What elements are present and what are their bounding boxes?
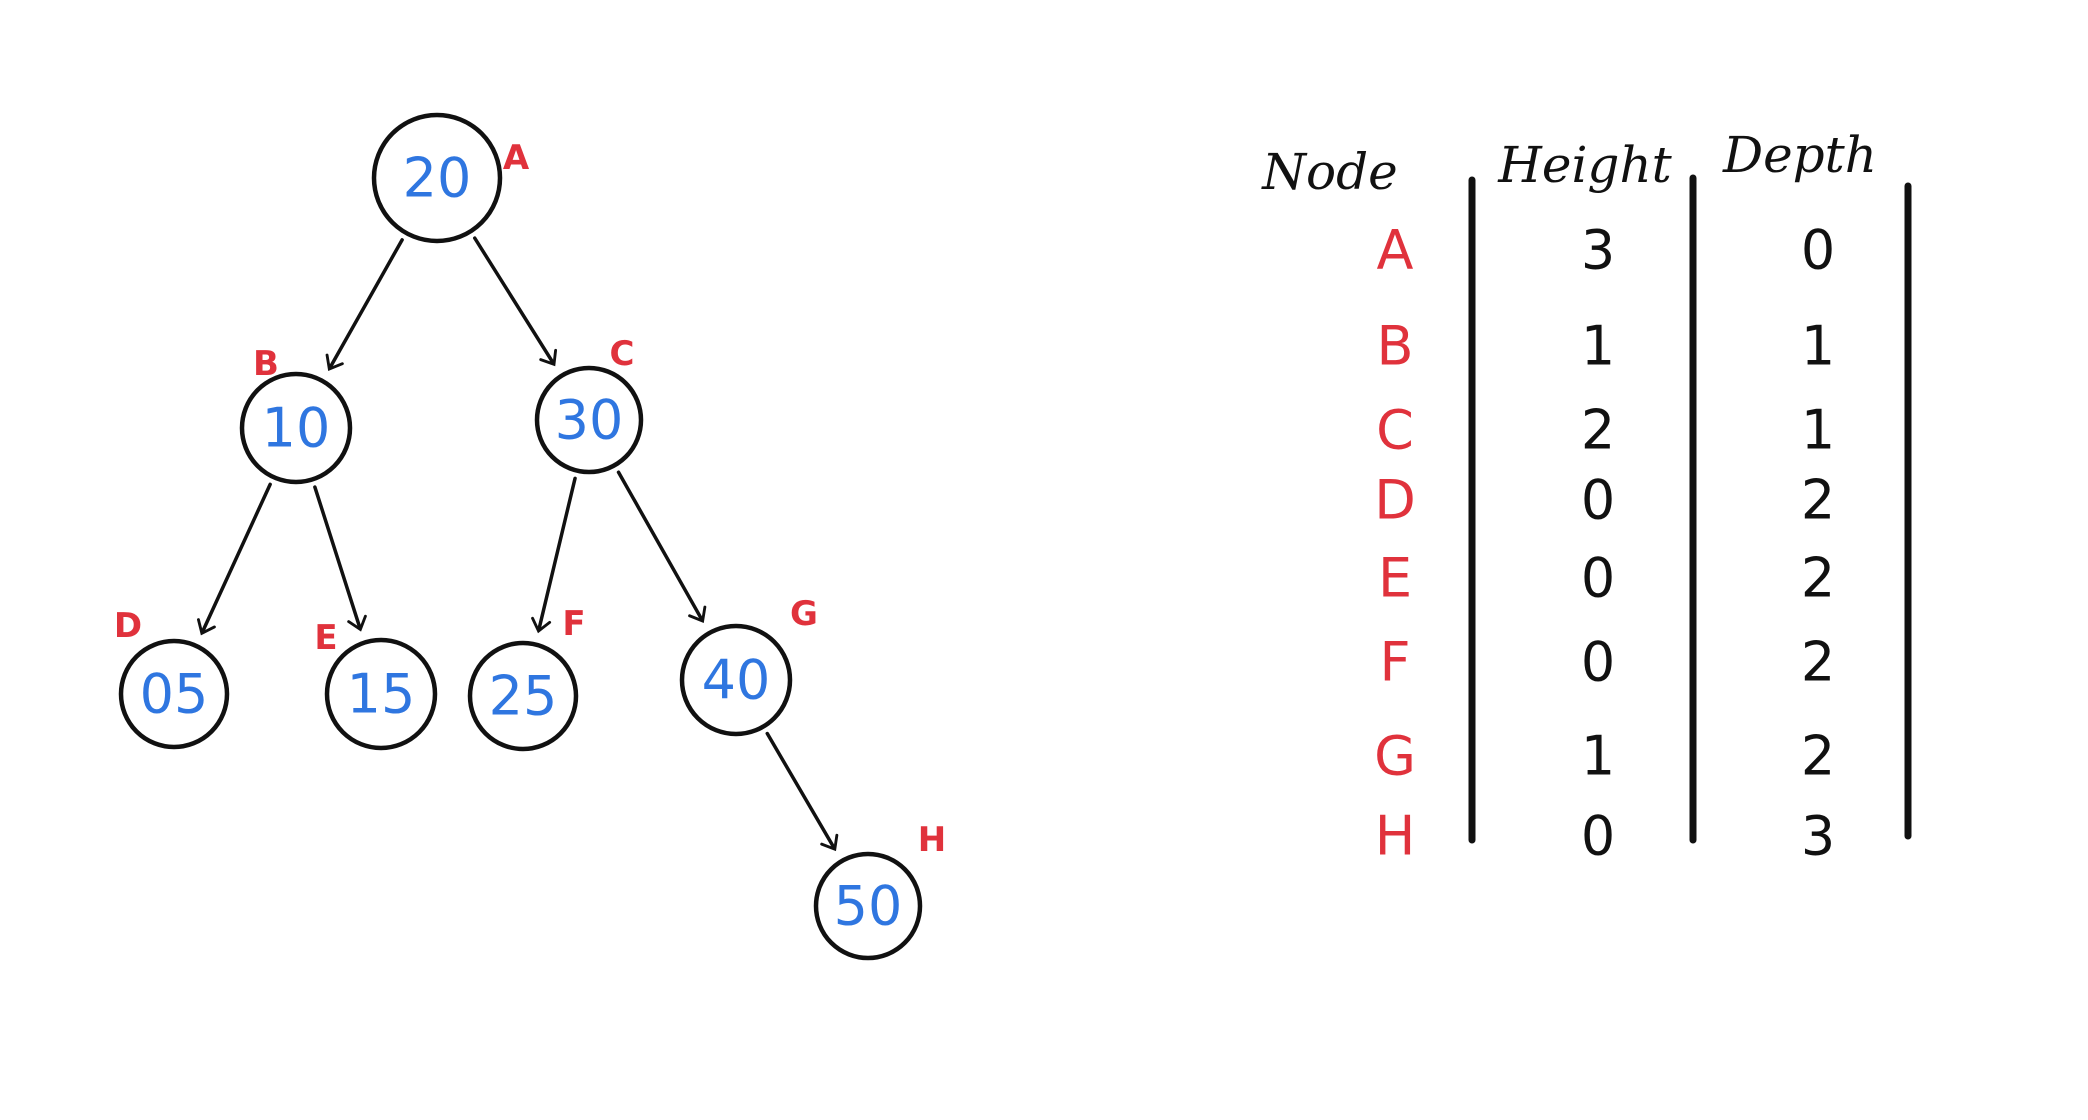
node-circle bbox=[534, 365, 644, 475]
cell-depth: 2 bbox=[1801, 631, 1835, 694]
cell-height: 1 bbox=[1581, 315, 1615, 378]
table-row: F 0 2 bbox=[1379, 631, 1835, 694]
tree-node-A: 20 A bbox=[371, 112, 530, 244]
cell-depth: 2 bbox=[1801, 547, 1835, 610]
cell-node: A bbox=[1377, 219, 1414, 282]
tree-node-H: 50 H bbox=[813, 820, 946, 961]
node-value: 25 bbox=[489, 665, 558, 728]
node-value: 10 bbox=[262, 397, 331, 460]
header-depth: Depth bbox=[1722, 126, 1877, 184]
node-circle bbox=[813, 851, 923, 961]
table-row: E 0 2 bbox=[1378, 547, 1835, 610]
cell-node: F bbox=[1379, 631, 1410, 694]
edge-C-G bbox=[616, 470, 707, 623]
node-value: 30 bbox=[555, 389, 624, 452]
header-height: Height bbox=[1497, 136, 1672, 194]
edge-B-D bbox=[197, 482, 272, 636]
table-row: A 3 0 bbox=[1377, 219, 1836, 282]
cell-node: G bbox=[1374, 725, 1416, 788]
node-value: 05 bbox=[140, 663, 209, 726]
table-row: C 2 1 bbox=[1376, 399, 1835, 462]
tree-edges bbox=[197, 236, 839, 852]
table-row: B 1 1 bbox=[1376, 315, 1835, 378]
node-letter: C bbox=[610, 334, 635, 374]
edge-A-B bbox=[325, 238, 404, 371]
node-circle bbox=[239, 371, 353, 485]
cell-depth: 1 bbox=[1801, 315, 1835, 378]
edge-B-E bbox=[313, 485, 367, 632]
cell-node: E bbox=[1378, 547, 1412, 610]
cell-node: B bbox=[1376, 315, 1413, 378]
node-value: 20 bbox=[403, 147, 472, 210]
cell-node: H bbox=[1375, 805, 1416, 868]
cell-depth: 2 bbox=[1801, 725, 1835, 788]
node-circle bbox=[371, 112, 503, 244]
cell-depth: 3 bbox=[1801, 805, 1835, 868]
edge-G-H bbox=[765, 731, 839, 852]
cell-height: 0 bbox=[1581, 631, 1615, 694]
node-circle bbox=[118, 638, 230, 750]
tree-node-G: 40 G bbox=[679, 594, 818, 737]
node-letter: D bbox=[114, 606, 142, 646]
cell-height: 2 bbox=[1581, 399, 1615, 462]
node-value: 15 bbox=[347, 663, 416, 726]
table-row: D 0 2 bbox=[1374, 469, 1835, 532]
node-circle bbox=[467, 640, 579, 752]
node-letter: E bbox=[314, 618, 337, 658]
cell-node: D bbox=[1374, 469, 1416, 532]
table-row: G 1 2 bbox=[1374, 725, 1835, 788]
cell-node: C bbox=[1376, 399, 1414, 462]
node-letter: F bbox=[562, 604, 585, 644]
tree-node-E: 15E bbox=[314, 618, 438, 751]
cell-height: 0 bbox=[1581, 547, 1615, 610]
cell-height: 3 bbox=[1581, 219, 1615, 282]
cell-depth: 0 bbox=[1801, 219, 1835, 282]
cell-height: 0 bbox=[1581, 469, 1615, 532]
tree-node-B: 10 B bbox=[239, 344, 353, 485]
node-letter: G bbox=[790, 594, 818, 634]
edge-A-C bbox=[473, 236, 558, 367]
node-letter: H bbox=[918, 820, 946, 860]
cell-depth: 2 bbox=[1801, 469, 1835, 532]
tree-node-D: 05 D bbox=[114, 606, 230, 750]
tree-node-C: 30 C bbox=[534, 334, 644, 475]
node-value: 50 bbox=[834, 875, 903, 938]
header-node: Node bbox=[1261, 143, 1397, 201]
node-letter: A bbox=[503, 138, 530, 178]
cell-height: 1 bbox=[1581, 725, 1615, 788]
table-row: H 0 3 bbox=[1375, 805, 1835, 868]
node-value: 40 bbox=[702, 649, 771, 712]
cell-depth: 1 bbox=[1801, 399, 1835, 462]
tree-node-F: 25F bbox=[467, 604, 586, 752]
node-letter: B bbox=[253, 344, 279, 384]
node-circle bbox=[679, 623, 793, 737]
node-circle bbox=[324, 637, 438, 751]
edge-C-F bbox=[531, 476, 577, 634]
cell-height: 0 bbox=[1581, 805, 1615, 868]
